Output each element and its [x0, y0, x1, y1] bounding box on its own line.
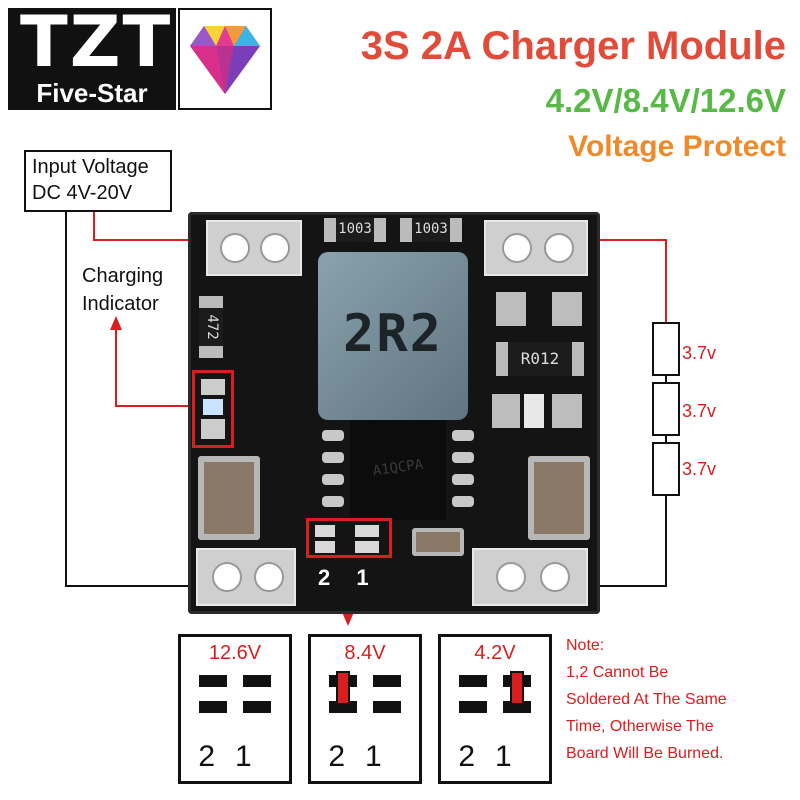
chip-marking: A1QCPA — [371, 456, 425, 480]
ic-pin — [322, 496, 344, 507]
solder-bridge — [336, 671, 350, 705]
shunt-resistor: R012 — [496, 342, 584, 376]
jumper-voltage: 8.4V — [344, 642, 386, 664]
resistor-2: 1003 — [400, 218, 462, 242]
input-voltage-line2: DC 4V-20V — [32, 182, 133, 204]
logo-tagline: Five-Star — [36, 78, 148, 108]
resistor-3: 472 — [196, 296, 226, 358]
diamond-icon — [178, 8, 272, 110]
battery-positive-pad — [484, 220, 588, 276]
note-line: Soldered At The Same — [566, 691, 727, 708]
note-line: Board Will Be Burned. — [566, 745, 724, 762]
jumper-pin-numbers: 21 — [328, 740, 402, 773]
battery-cell-3 — [652, 442, 680, 496]
jumper-pin-numbers: 21 — [198, 740, 272, 773]
voltage-options: 4.2V/8.4V/12.6V — [545, 82, 786, 119]
smd-pad — [552, 292, 582, 326]
jumper-pad — [373, 701, 401, 713]
ic-pin — [452, 496, 474, 507]
ic-pin — [452, 452, 474, 463]
inductor: 2R2 — [318, 252, 468, 420]
battery-cell-1 — [652, 322, 680, 376]
jumper-pad — [199, 701, 227, 713]
output-capacitor — [528, 456, 590, 540]
smd-pad — [496, 292, 526, 326]
ic-pin — [322, 430, 344, 441]
note-line: 1,2 Cannot Be — [566, 664, 669, 681]
ic-pin — [452, 430, 474, 441]
jumper-voltage: 4.2V — [474, 642, 516, 664]
jumper-voltage: 12.6V — [208, 642, 262, 664]
jumper-pads-highlight — [306, 518, 392, 558]
charging-indicator-line1: Charging — [82, 265, 164, 287]
input-capacitor — [198, 456, 260, 540]
input-negative-pad — [196, 548, 296, 606]
battery-cell-1-voltage: 3.7v — [682, 343, 717, 363]
ic-pin — [322, 474, 344, 485]
resistor-1: 1003 — [324, 218, 386, 242]
smd-pad — [492, 394, 520, 428]
note-line: Time, Otherwise The — [566, 718, 714, 735]
jumper-pad — [459, 675, 487, 687]
jumper-pad — [199, 675, 227, 687]
jumper-pad — [243, 701, 271, 713]
logo-brand-text: TZT — [20, 1, 173, 83]
jumper-pin-numbers: 21 — [458, 740, 532, 773]
page-title: 3S 2A Charger Module — [360, 24, 786, 68]
solder-bridge — [510, 671, 524, 705]
charging-led-highlight — [192, 370, 234, 448]
small-capacitor — [412, 528, 464, 556]
brand-logo: TZT Five-Star — [8, 4, 176, 110]
jumper-pad — [459, 701, 487, 713]
smd-pad — [552, 394, 582, 428]
charger-ic: A1QCPA — [350, 420, 446, 520]
charging-indicator-label: Charging Indicator — [82, 262, 163, 318]
inductor-code: 2R2 — [343, 304, 443, 364]
jumper-diagram-4v2: 4.2V 21 — [438, 634, 552, 784]
note-heading: Note: — [566, 637, 605, 654]
input-voltage-label: Input Voltage DC 4V-20V — [24, 150, 172, 212]
ic-pin — [322, 452, 344, 463]
jumper-silkscreen-label: 2 1 — [318, 565, 379, 590]
input-voltage-line1: Input Voltage — [32, 156, 149, 178]
battery-negative-pad — [472, 548, 588, 606]
battery-cell-2-voltage: 3.7v — [682, 401, 717, 421]
protect-subtitle: Voltage Protect — [568, 130, 786, 163]
smd-pad — [524, 394, 544, 428]
input-positive-pad — [206, 220, 302, 276]
charging-indicator-line2: Indicator — [82, 293, 159, 315]
warning-note: Note: 1,2 Cannot Be Soldered At The Same… — [566, 632, 727, 767]
jumper-pad — [373, 675, 401, 687]
jumper-pad — [243, 675, 271, 687]
ic-pin — [452, 474, 474, 485]
battery-cell-2 — [652, 382, 680, 436]
jumper-diagram-12v6: 12.6V 21 — [178, 634, 292, 784]
jumper-diagram-8v4: 8.4V 21 — [308, 634, 422, 784]
battery-cell-3-voltage: 3.7v — [682, 459, 717, 479]
